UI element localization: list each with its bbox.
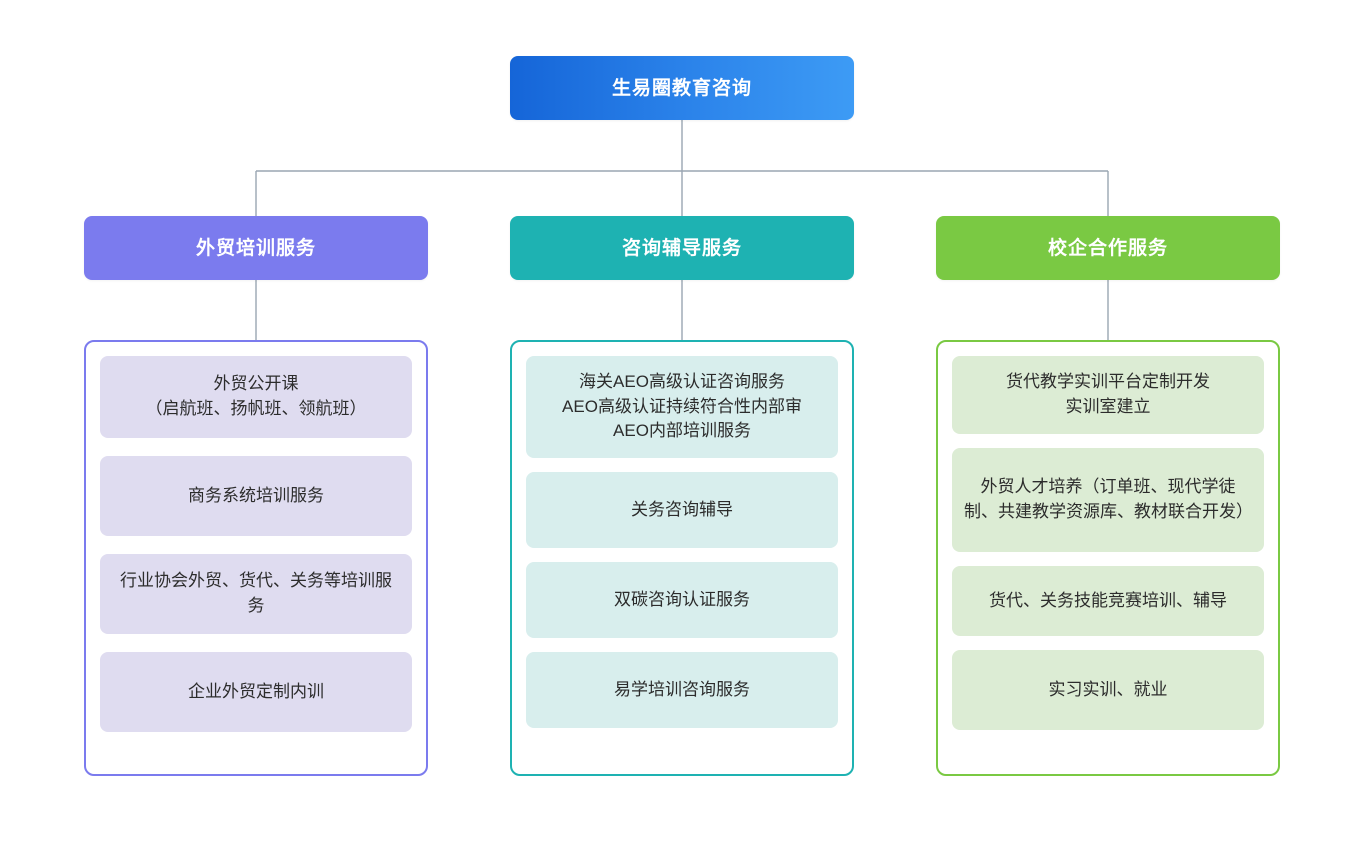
service-item-card[interactable]: 企业外贸定制内训 bbox=[100, 652, 412, 732]
group-container-2: 海关AEO高级认证咨询服务 AEO高级认证持续符合性内部审 AEO内部培训服务 … bbox=[510, 340, 854, 776]
root-node[interactable]: 生易圈教育咨询 bbox=[510, 56, 854, 120]
branch-column-3: 校企合作服务 bbox=[936, 216, 1280, 280]
branch-header-1[interactable]: 外贸培训服务 bbox=[84, 216, 428, 280]
service-item-card[interactable]: 行业协会外贸、货代、关务等培训服务 bbox=[100, 554, 412, 634]
service-item-card[interactable]: 关务咨询辅导 bbox=[526, 472, 838, 548]
group-container-3: 货代教学实训平台定制开发 实训室建立 外贸人才培养（订单班、现代学徒制、共建教学… bbox=[936, 340, 1280, 776]
service-item-card[interactable]: 外贸人才培养（订单班、现代学徒制、共建教学资源库、教材联合开发） bbox=[952, 448, 1264, 552]
root-node-label: 生易圈教育咨询 bbox=[611, 77, 752, 99]
service-item-card[interactable]: 商务系统培训服务 bbox=[100, 456, 412, 536]
service-item-card[interactable]: 实习实训、就业 bbox=[952, 650, 1264, 730]
branch-column-2: 咨询辅导服务 bbox=[510, 216, 854, 280]
branch-header-label-1: 外贸培训服务 bbox=[195, 237, 316, 259]
service-item-card[interactable]: 海关AEO高级认证咨询服务 AEO高级认证持续符合性内部审 AEO内部培训服务 bbox=[526, 356, 838, 458]
group-container-1: 外贸公开课 （启航班、扬帆班、领航班） 商务系统培训服务 行业协会外贸、货代、关… bbox=[84, 340, 428, 776]
service-item-card[interactable]: 货代、关务技能竞赛培训、辅导 bbox=[952, 566, 1264, 636]
branch-column-1: 外贸培训服务 bbox=[84, 216, 428, 280]
branch-header-label-3: 校企合作服务 bbox=[1047, 237, 1168, 259]
branch-header-3[interactable]: 校企合作服务 bbox=[936, 216, 1280, 280]
branch-header-label-2: 咨询辅导服务 bbox=[621, 237, 742, 259]
service-item-card[interactable]: 外贸公开课 （启航班、扬帆班、领航班） bbox=[100, 356, 412, 438]
branch-header-2[interactable]: 咨询辅导服务 bbox=[510, 216, 854, 280]
service-item-card[interactable]: 易学培训咨询服务 bbox=[526, 652, 838, 728]
service-item-card[interactable]: 双碳咨询认证服务 bbox=[526, 562, 838, 638]
service-item-card[interactable]: 货代教学实训平台定制开发 实训室建立 bbox=[952, 356, 1264, 434]
